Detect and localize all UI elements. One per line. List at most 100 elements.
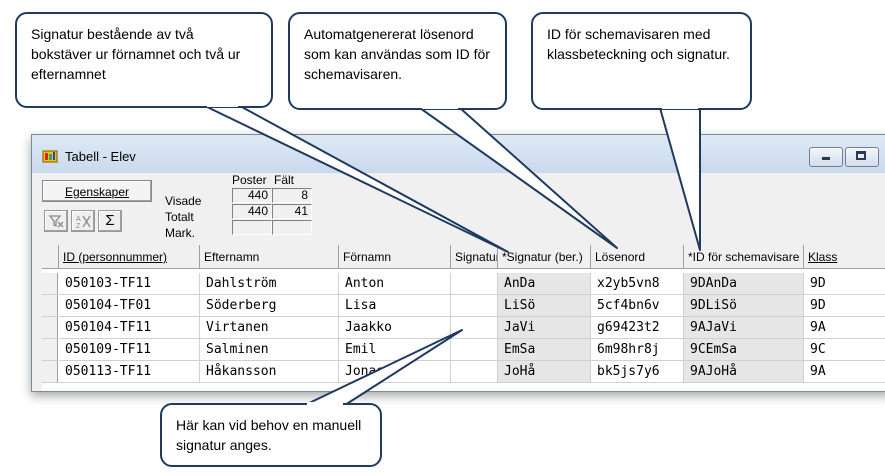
cell-schedule-id[interactable]: 9AJaVi [684, 317, 804, 339]
callout-manual-signature: Här kan vid behov en manuell signatur an… [160, 403, 382, 467]
cell-class[interactable]: 9D [804, 295, 885, 317]
cell-schedule-id[interactable]: 9DAnDa [684, 273, 804, 295]
data-grid: ID (personnummer) Efternamn Förnamn Sign… [42, 245, 885, 391]
row-header[interactable] [42, 361, 58, 383]
window-title: Tabell - Elev [65, 149, 136, 164]
col-header-firstname-label: Förnamn [343, 250, 392, 264]
cell-id[interactable]: 050104-TF01 [59, 295, 200, 317]
cell-schedule-id[interactable]: 9CEmSa [684, 339, 804, 361]
pointer-signature [204, 105, 509, 253]
row-header[interactable] [42, 339, 58, 361]
cell-signature-calc[interactable]: LiSö [498, 295, 591, 317]
col-header-schedule-id-label: *ID för schemavisare [688, 250, 800, 264]
filter-clear-icon [48, 215, 64, 228]
cell-class[interactable]: 9D [804, 273, 885, 295]
cell-id[interactable]: 050109-TF11 [59, 339, 200, 361]
cell-signature-calc[interactable]: EmSa [498, 339, 591, 361]
clear-filter-button[interactable] [44, 210, 68, 232]
cell-lastname[interactable]: Dahlström [200, 273, 339, 295]
cell-schedule-id[interactable]: 9AJoHå [684, 361, 804, 383]
stats-posts-header: Poster [232, 173, 267, 187]
sort-clear-icon: A Z [76, 215, 91, 230]
col-header-id[interactable]: ID (personnummer) [59, 245, 200, 269]
pointer-schedule-id [659, 107, 701, 251]
maximize-button[interactable] [845, 147, 879, 167]
cell-firstname[interactable]: Lisa [339, 295, 451, 317]
svg-text:A: A [76, 216, 81, 223]
cell-firstname[interactable]: Anton [339, 273, 451, 295]
cell-class[interactable]: 9A [804, 361, 885, 383]
cell-signature-calc[interactable]: JaVi [498, 317, 591, 339]
cell-firstname[interactable]: Emil [339, 339, 451, 361]
stats-visade-fields: 8 [272, 188, 312, 203]
stats-fields-header: Fält [274, 173, 295, 187]
minimize-button[interactable] [809, 147, 843, 167]
cell-password[interactable]: 6m98hr8j [591, 339, 684, 361]
grid-corner[interactable] [42, 245, 59, 269]
cell-class[interactable]: 9C [804, 339, 885, 361]
cell-signature[interactable] [451, 273, 498, 295]
cell-lastname[interactable]: Söderberg [200, 295, 339, 317]
cell-lastname[interactable]: Salminen [200, 339, 339, 361]
stats-visade-label: Visade [165, 194, 202, 208]
toolbar-panel: Egenskaper A Z Σ Poster Fält Visade Tota… [32, 173, 885, 243]
callout-password: Automatgenererat lösenord som kan använd… [288, 12, 507, 110]
cell-firstname[interactable]: Jaakko [339, 317, 451, 339]
cell-id[interactable]: 050104-TF11 [59, 317, 200, 339]
app-icon [42, 150, 58, 163]
stats-mark-label: Mark. [165, 226, 195, 240]
stats-totalt-label: Totalt [165, 210, 194, 224]
table-window: Tabell - Elev Egenskaper A Z Σ Poster Fä… [31, 134, 885, 392]
cell-signature-calc[interactable]: AnDa [498, 273, 591, 295]
sum-button[interactable]: Σ [98, 210, 122, 232]
svg-text:Z: Z [76, 223, 81, 229]
minimize-icon [822, 157, 830, 160]
stats-mark-fields [272, 220, 312, 235]
cell-schedule-id[interactable]: 9DLiSö [684, 295, 804, 317]
cell-password[interactable]: 5cf4bn6v [591, 295, 684, 317]
cell-id[interactable]: 050103-TF11 [59, 273, 200, 295]
cell-password[interactable]: bk5js7y6 [591, 361, 684, 383]
cell-signature-calc[interactable]: JoHå [498, 361, 591, 383]
col-header-signature-calc-label: *Signatur (ber.) [502, 250, 583, 264]
cell-id[interactable]: 050113-TF11 [59, 361, 200, 383]
clear-sort-button[interactable]: A Z [71, 210, 95, 232]
callout-signature: Signatur bestående av två bokstäver ur f… [15, 12, 273, 108]
cell-signature[interactable] [451, 339, 498, 361]
col-header-firstname[interactable]: Förnamn [339, 245, 451, 269]
cell-lastname[interactable]: Håkansson [200, 361, 339, 383]
stats-totalt-fields: 41 [272, 204, 312, 219]
cell-password[interactable]: x2yb5vn8 [591, 273, 684, 295]
col-header-schedule-id[interactable]: *ID för schemavisare [684, 245, 804, 269]
col-header-lastname[interactable]: Efternamn [200, 245, 339, 269]
col-header-lastname-label: Efternamn [204, 250, 260, 264]
col-header-password[interactable]: Lösenord [591, 245, 684, 269]
sum-icon: Σ [105, 212, 115, 229]
stats-totalt-posts: 440 [232, 204, 272, 219]
cell-signature[interactable] [451, 295, 498, 317]
col-header-signature[interactable]: Signatur [451, 245, 498, 269]
cell-class[interactable]: 9A [804, 317, 885, 339]
col-header-class-label: Klass [808, 250, 838, 264]
cell-signature[interactable] [451, 317, 498, 339]
cell-signature[interactable] [451, 361, 498, 383]
col-header-signature-label: Signatur [455, 250, 498, 264]
cell-password[interactable]: g69423t2 [591, 317, 684, 339]
col-header-signature-calc[interactable]: *Signatur (ber.) [498, 245, 591, 269]
stats-mark-posts [232, 220, 272, 235]
maximize-icon [856, 151, 866, 160]
properties-button[interactable]: Egenskaper [42, 180, 152, 202]
properties-label: Egenskaper [64, 185, 130, 199]
row-header[interactable] [42, 273, 58, 295]
cell-lastname[interactable]: Virtanen [200, 317, 339, 339]
row-header[interactable] [42, 295, 58, 317]
col-header-class[interactable]: Klass [804, 245, 885, 269]
pointer-manual [304, 329, 463, 406]
col-header-password-label: Lösenord [595, 250, 646, 264]
pointer-password [419, 107, 618, 249]
title-bar[interactable]: Tabell - Elev [32, 135, 885, 173]
row-header[interactable] [42, 317, 58, 339]
stats-visade-posts: 440 [232, 188, 272, 203]
